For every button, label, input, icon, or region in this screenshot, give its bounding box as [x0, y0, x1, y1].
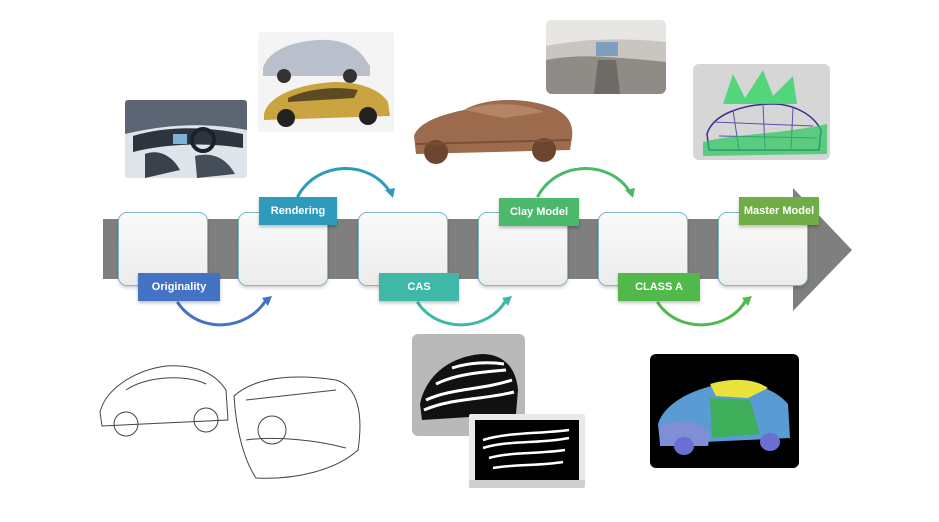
stage-label-clay-model: Clay Model: [499, 198, 579, 226]
car-rendering-image: [258, 32, 394, 132]
stage-label-rendering: Rendering: [259, 197, 337, 225]
interior-photo-image: [546, 20, 666, 94]
stage-label-cas: CAS: [379, 273, 459, 301]
connector-rendering-to-cas: [296, 167, 392, 198]
connector-clay-to-class-a: [536, 167, 632, 198]
timeline-arrow: [103, 188, 852, 311]
stage-label-originality: Originality: [138, 273, 220, 301]
connector-arrowhead: [625, 188, 635, 198]
class-a-surface-image: [650, 354, 799, 468]
connector-arrowhead: [502, 296, 512, 306]
connector-arrowhead: [385, 188, 395, 198]
connector-class-a-to-master: [656, 298, 748, 327]
connector-cas-to-clay: [416, 298, 508, 327]
connector-arrowhead: [262, 296, 272, 306]
cas-screen-image: [469, 414, 585, 488]
stage-label-master-model: Master Model: [739, 197, 819, 225]
connector-originality-to-rendering: [176, 298, 268, 327]
connector-arrowhead: [742, 296, 752, 306]
stage-label-class-a: CLASS A: [618, 273, 700, 301]
interior-sketch-image: [125, 100, 247, 178]
cas-zebra-surface-image: [412, 334, 525, 436]
clay-model-image: [404, 88, 578, 168]
exterior-pencil-sketch-image: [96, 340, 368, 490]
master-model-wireframe-image: [693, 64, 830, 160]
